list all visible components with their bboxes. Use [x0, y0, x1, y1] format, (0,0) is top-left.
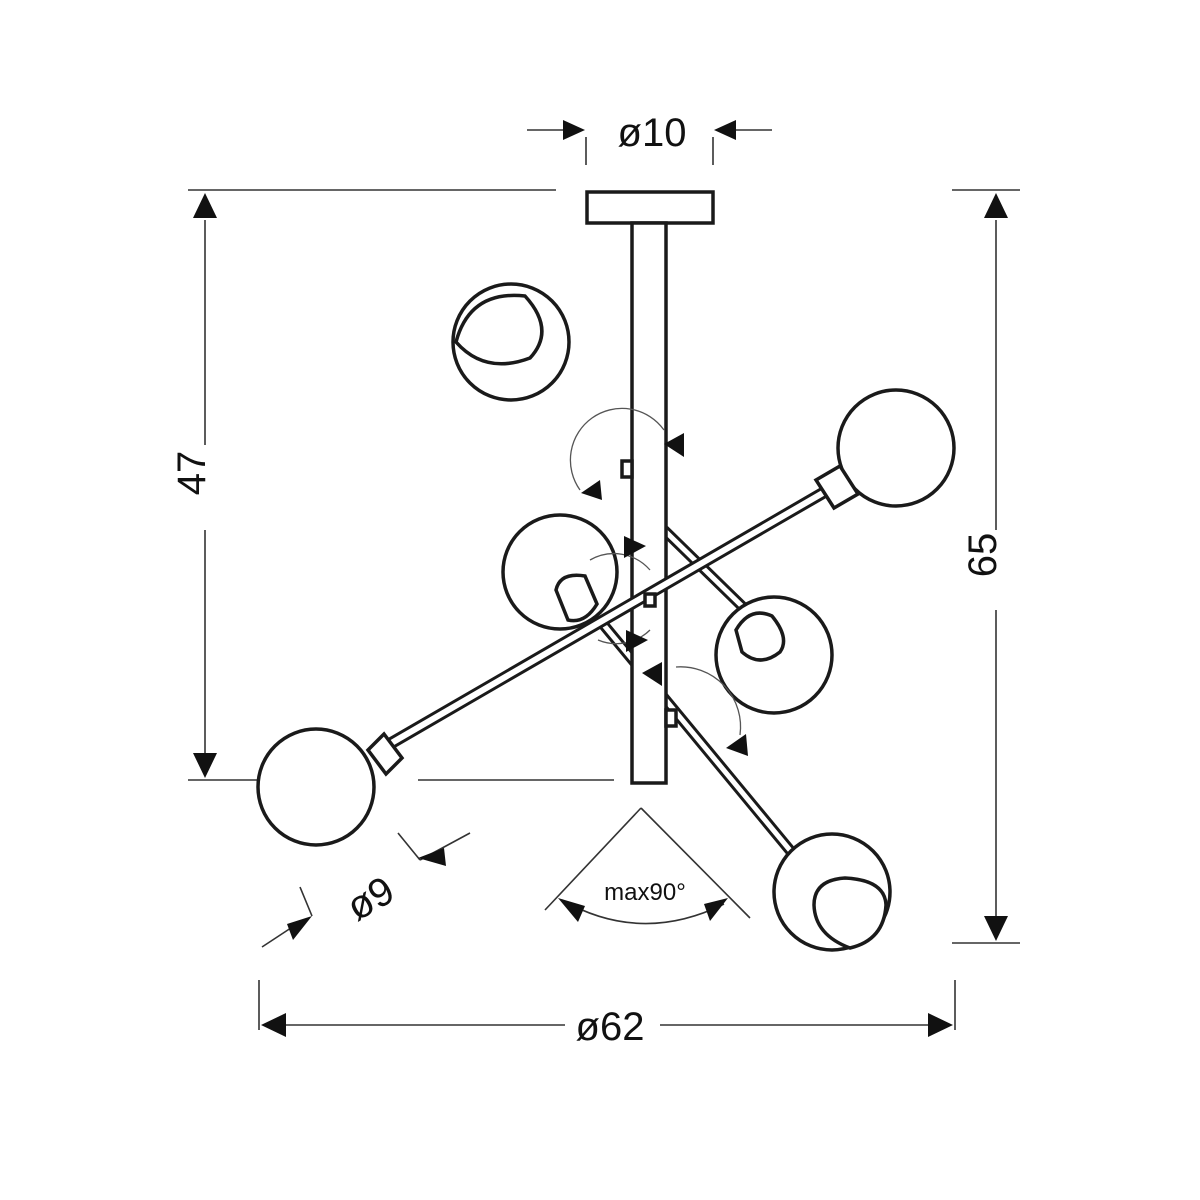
socket-top-right — [813, 463, 861, 511]
arrowhead — [626, 630, 648, 652]
arrowhead — [261, 1013, 286, 1037]
total-height-dimension: 65 — [961, 193, 1008, 941]
arm-long-inner — [386, 487, 830, 748]
joint-knob — [620, 459, 634, 479]
arrowhead — [928, 1013, 953, 1037]
socket-center-left — [554, 573, 599, 623]
total-diameter-dimension: ø62 — [261, 1005, 953, 1049]
arrowhead — [624, 536, 646, 558]
arrowhead — [581, 480, 602, 500]
ceiling-canopy — [585, 190, 715, 225]
joint-knob — [664, 708, 678, 728]
arrowhead — [563, 120, 585, 140]
arrowhead — [664, 433, 684, 457]
joint-knob — [643, 592, 657, 608]
total-diameter-label: ø62 — [576, 1005, 645, 1049]
arm-top-left-inner — [535, 383, 640, 505]
arrowhead — [558, 898, 585, 922]
globe-bottom-left — [256, 727, 376, 847]
globe-top-right — [836, 388, 956, 508]
central-stem — [630, 221, 668, 785]
arrowhead — [193, 753, 217, 778]
globe-top-left-opening — [454, 293, 544, 366]
arrowhead — [714, 120, 736, 140]
arrowhead — [984, 193, 1008, 218]
globe-bottom-right-opening — [812, 876, 888, 950]
globe-center-left — [501, 513, 619, 631]
canopy-diameter-label: ø10 — [618, 111, 687, 155]
arm-center-right-inner — [662, 528, 750, 614]
arrowhead — [287, 916, 312, 940]
globe-diameter-dimension: ø9 — [261, 832, 471, 948]
socket-center-right — [734, 611, 786, 662]
arrowhead — [704, 898, 728, 921]
arrowhead — [984, 916, 1008, 941]
canopy-diameter-dimension: ø10 — [527, 111, 772, 155]
height-to-arms-dimension: 47 — [170, 193, 217, 778]
arrowhead — [642, 662, 662, 686]
extension-lines — [188, 137, 1020, 1030]
arrowhead — [726, 734, 748, 756]
arm-rotation-dimension: max90° — [544, 807, 751, 925]
lamp-body — [256, 190, 956, 952]
height-to-arms-label: 47 — [170, 451, 214, 496]
globe-diameter-label: ø9 — [339, 868, 401, 929]
rotation-indicators — [569, 407, 748, 756]
total-height-label: 65 — [961, 533, 1005, 578]
arm-rotation-label: max90° — [604, 879, 686, 906]
arrowhead — [418, 848, 446, 866]
arrowhead — [193, 193, 217, 218]
socket-bottom-left — [365, 731, 405, 777]
